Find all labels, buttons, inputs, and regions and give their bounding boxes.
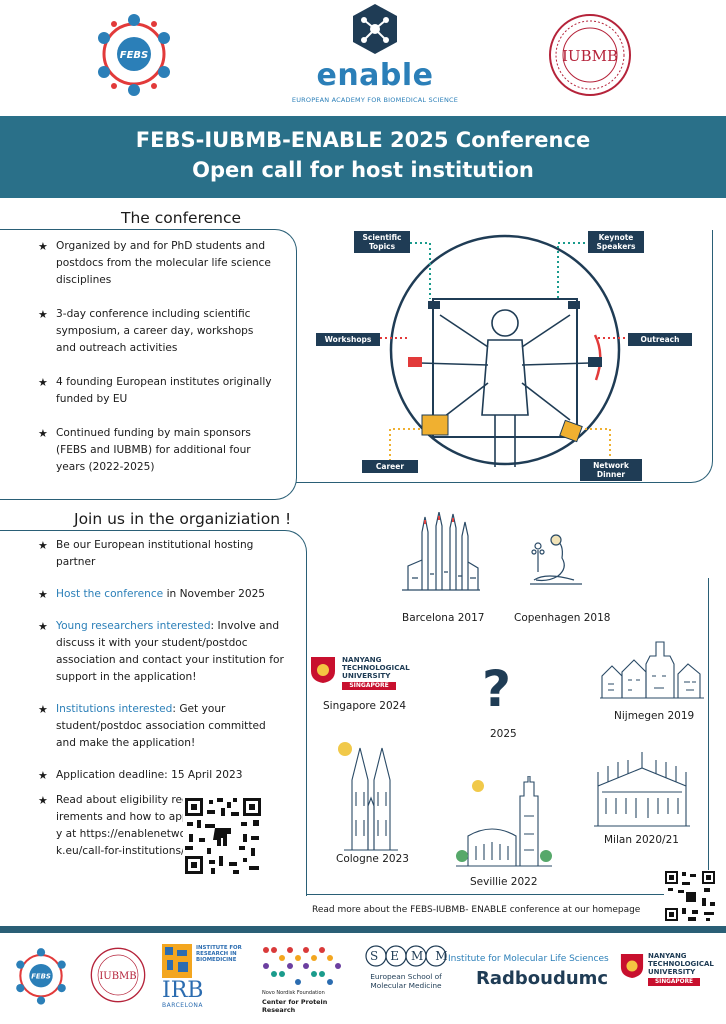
- list-item: ★3-day conference including scientific s…: [38, 308, 254, 354]
- sevillie-illustration: [456, 776, 552, 867]
- iubmb-logo: IUBMB: [545, 12, 635, 98]
- read-more-text: Read more about the FEBS-IUBMB- ENABLE c…: [312, 905, 641, 915]
- city-nijmegen: Nijmegen 2019: [614, 710, 695, 722]
- irb-small-text: INSTITUTE FOR RESEARCH IN BIOMEDICINE: [196, 945, 242, 963]
- join-frame: [0, 530, 307, 896]
- label-career: Career: [362, 460, 418, 473]
- partner-semm-logo: SEMM European School of Molecular Medici…: [364, 944, 448, 1010]
- star-icon: ★: [38, 308, 48, 321]
- footer-divider: [0, 926, 726, 933]
- city-sevillie: Sevillie 2022: [470, 876, 538, 888]
- partner-iubmb-text: IUBMB: [99, 971, 136, 982]
- partner-ntu-logo: NANYANG TECHNOLOGICAL UNIVERSITY SINGAPO…: [620, 952, 726, 992]
- semm-text: European School of Molecular Medicine: [370, 972, 442, 990]
- cologne-illustration: [338, 742, 398, 851]
- partner-ntu-crest-icon: [620, 954, 644, 978]
- partner-ntu-name: NANYANG TECHNOLOGICAL UNIVERSITY: [648, 952, 714, 976]
- irb-mosaic-icon: [162, 944, 192, 978]
- partner-febs-logo: FEBS: [16, 948, 66, 1005]
- city-barcelona: Barcelona 2017: [402, 612, 485, 624]
- partner-iubmb-logo: IUBMB: [90, 947, 146, 1003]
- list-item: ★Be our European institutional hosting p…: [38, 539, 254, 568]
- partner-irb-logo: INSTITUTE FOR RESEARCH IN BIOMEDICINE IR…: [162, 944, 242, 1010]
- star-icon: ★: [38, 539, 48, 552]
- irb-big-text: IRB: [162, 978, 204, 1003]
- star-icon: ★: [38, 703, 48, 716]
- partner-febs-text: FEBS: [31, 972, 51, 980]
- enable-subtitle: EUROPEAN ACADEMY FOR BIOMEDICAL SCIENCE: [291, 96, 459, 104]
- radboud-main-text: Radboudumc: [476, 968, 609, 989]
- novo-dots-icon: [263, 947, 341, 985]
- star-icon: ★: [38, 620, 48, 633]
- list-item: ★ Read about eligibility requirements an…: [34, 792, 196, 860]
- ntu-name: NANYANG TECHNOLOGICAL UNIVERSITY: [342, 655, 410, 680]
- city-singapore: Singapore 2024: [323, 700, 407, 712]
- label-outreach: Outreach: [628, 333, 692, 346]
- ntu-country: SINGAPORE: [342, 682, 396, 690]
- diagram-frame: [296, 230, 713, 483]
- join-list: ★Be our European institutional hosting p…: [34, 537, 284, 799]
- year-2025: 2025: [490, 728, 517, 740]
- star-icon: ★: [38, 376, 48, 389]
- febs-logo-text: FEBS: [120, 50, 149, 61]
- list-item: ★Application deadline: 15 April 2023: [38, 769, 243, 782]
- copenhagen-illustration: [530, 534, 582, 585]
- semm-circles-icon: [365, 945, 447, 967]
- novo-small-text: Novo Nordisk Foundation: [262, 990, 325, 996]
- join-title: Join us in the organiziation !: [68, 510, 298, 528]
- milan-illustration: [594, 752, 690, 827]
- irb-city-text: BARCELONA: [162, 1002, 204, 1009]
- apply-link-text[interactable]: Read about eligibility requirements and …: [56, 794, 196, 857]
- label-network-dinner: Network Dinner: [580, 459, 642, 481]
- enable-wordmark: enable: [316, 58, 434, 93]
- ntu-logo: NANYANG TECHNOLOGICAL UNIVERSITY SINGAPO…: [310, 654, 420, 694]
- novo-big-text: Center for Protein Research: [262, 998, 328, 1014]
- conference-frame: [0, 229, 297, 500]
- list-item: ★4 founding European institutes original…: [38, 376, 272, 405]
- list-item: ★Organized by and for PhD students and p…: [38, 240, 271, 286]
- label-keynote-speakers: Keynote Speakers: [588, 231, 644, 253]
- qr-code-apply[interactable]: [183, 796, 263, 876]
- star-icon: ★: [38, 588, 48, 601]
- qr-code-homepage[interactable]: [664, 870, 716, 922]
- list-item: ★Institutions interested: Get your stude…: [38, 703, 266, 749]
- conference-title: The conference: [115, 209, 248, 227]
- list-item: ★Continued funding by main sponsors (FEB…: [38, 427, 251, 473]
- label-scientific-topics: Scientific Topics: [354, 231, 410, 253]
- semm-letters: SEMM: [370, 949, 460, 963]
- febs-logo: FEBS: [92, 8, 176, 98]
- cities-frame: [306, 578, 709, 895]
- nijmegen-illustration: [600, 641, 704, 699]
- city-copenhagen: Copenhagen 2018: [514, 612, 611, 624]
- barcelona-illustration: [402, 512, 480, 591]
- conference-list: ★Organized by and for PhD students and p…: [34, 238, 274, 476]
- label-workshops: Workshops: [316, 333, 380, 346]
- star-icon: ★: [38, 794, 48, 807]
- banner-subtitle: Open call for host institution: [192, 158, 534, 182]
- banner-title: FEBS-IUBMB-ENABLE 2025 Conference: [135, 128, 591, 152]
- question-mark: ?: [482, 660, 512, 718]
- star-icon: ★: [38, 240, 48, 253]
- partner-radboud-logo: Institute for Molecular Life Sciences Ra…: [448, 954, 616, 1002]
- city-milan: Milan 2020/21: [604, 834, 679, 846]
- iubmb-logo-text: IUBMB: [562, 47, 618, 65]
- partner-ntu-country: SINGAPORE: [648, 978, 700, 986]
- radboud-top-text: Institute for Molecular Life Sciences: [448, 954, 609, 964]
- list-item: ★Host the conference in November 2025: [38, 588, 266, 601]
- vitruvian-diagram: [375, 234, 630, 467]
- enable-logo: enable EUROPEAN ACADEMY FOR BIOMEDICAL S…: [290, 2, 460, 112]
- title-banner: FEBS-IUBMB-ENABLE 2025 Conference Open c…: [0, 116, 726, 198]
- partner-novo-logo: Novo Nordisk Foundation Center for Prote…: [262, 946, 354, 1014]
- ntu-crest-icon: [311, 657, 335, 683]
- star-icon: ★: [38, 769, 48, 782]
- list-item: ★Young researchers interested: Involve a…: [38, 620, 284, 683]
- star-icon: ★: [38, 427, 48, 440]
- city-cologne: Cologne 2023: [336, 853, 409, 865]
